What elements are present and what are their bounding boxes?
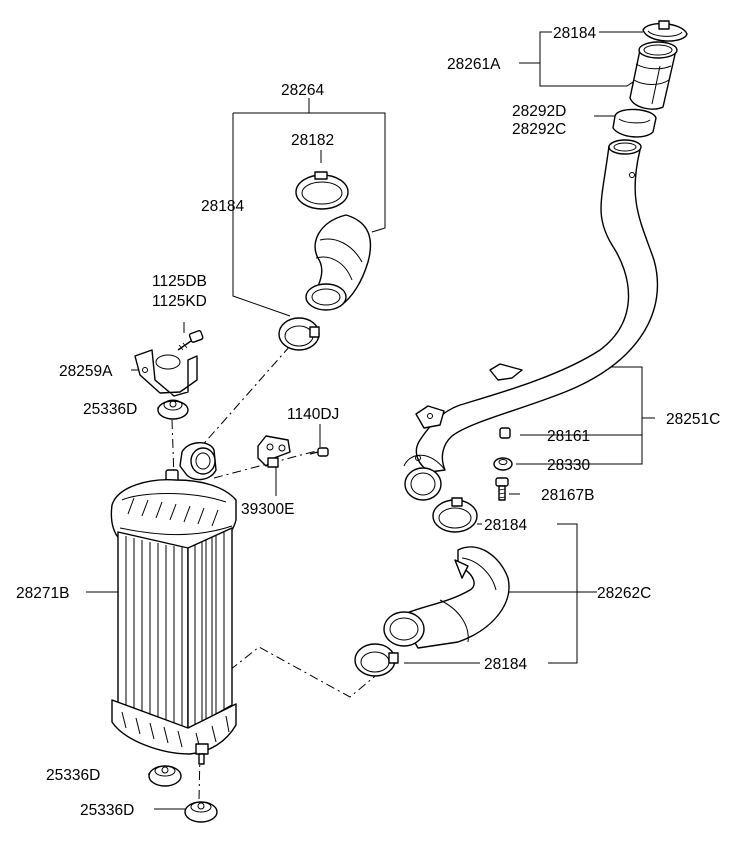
- hose-28262C[interactable]: [383, 546, 510, 649]
- leader-lines: [86, 31, 655, 810]
- hose-28261A[interactable]: [629, 41, 678, 110]
- bolt-1140DJ[interactable]: [309, 447, 329, 457]
- label-28261A: 28261A: [447, 56, 501, 73]
- clamp-28182[interactable]: [295, 171, 349, 210]
- label-28292C: 28292C: [512, 121, 566, 138]
- bracket-28259A[interactable]: [134, 349, 198, 397]
- label-1125KD: 1125KD: [152, 293, 207, 310]
- pipe-28251C[interactable]: [403, 139, 659, 501]
- mount-25336D-bottom-1[interactable]: [148, 765, 182, 787]
- label-28184-left: 28184: [201, 198, 244, 215]
- callout-labels: 28184 28261A 28292D 28292C 28264 28182 2…: [16, 25, 720, 819]
- mount-25336D-bottom-2[interactable]: [184, 801, 218, 823]
- sensor-39300E[interactable]: [257, 435, 291, 468]
- clamp-28184-mid[interactable]: [432, 497, 478, 533]
- label-28184-top: 28184: [553, 25, 596, 42]
- label-28271B: 28271B: [16, 585, 69, 602]
- clamp-28292[interactable]: [612, 108, 657, 138]
- label-25336D-bottom-1: 25336D: [46, 767, 100, 784]
- label-25336D-bottom-2: 25336D: [80, 802, 134, 819]
- label-1125DB: 1125DB: [152, 273, 207, 290]
- bolt-28167B[interactable]: [495, 477, 509, 501]
- label-28161: 28161: [547, 428, 590, 445]
- label-25336D-top: 25336D: [83, 401, 137, 418]
- clamp-28184-low[interactable]: [354, 643, 399, 677]
- clamp-28184-top[interactable]: [642, 20, 688, 42]
- label-28184-low: 28184: [484, 656, 527, 673]
- label-28182: 28182: [291, 132, 334, 149]
- label-39300E: 39300E: [241, 501, 294, 518]
- label-28264: 28264: [281, 82, 324, 99]
- mount-25336D-top[interactable]: [157, 399, 189, 420]
- intercooler-28271B[interactable]: [110, 442, 237, 765]
- clamp-28184-left[interactable]: [278, 317, 320, 351]
- fitting-28161[interactable]: [499, 427, 511, 439]
- hose-28264[interactable]: [305, 214, 372, 311]
- label-28292D: 28292D: [512, 103, 566, 120]
- label-1140DJ: 1140DJ: [287, 406, 339, 423]
- bolt-1125DB[interactable]: [177, 330, 204, 351]
- label-28262C: 28262C: [597, 585, 651, 602]
- label-28184-mid: 28184: [484, 517, 527, 534]
- label-28167B: 28167B: [541, 487, 594, 504]
- label-28251C: 28251C: [666, 411, 720, 428]
- label-28259A: 28259A: [59, 363, 113, 380]
- washer-28330[interactable]: [493, 457, 513, 471]
- label-28330: 28330: [547, 457, 590, 474]
